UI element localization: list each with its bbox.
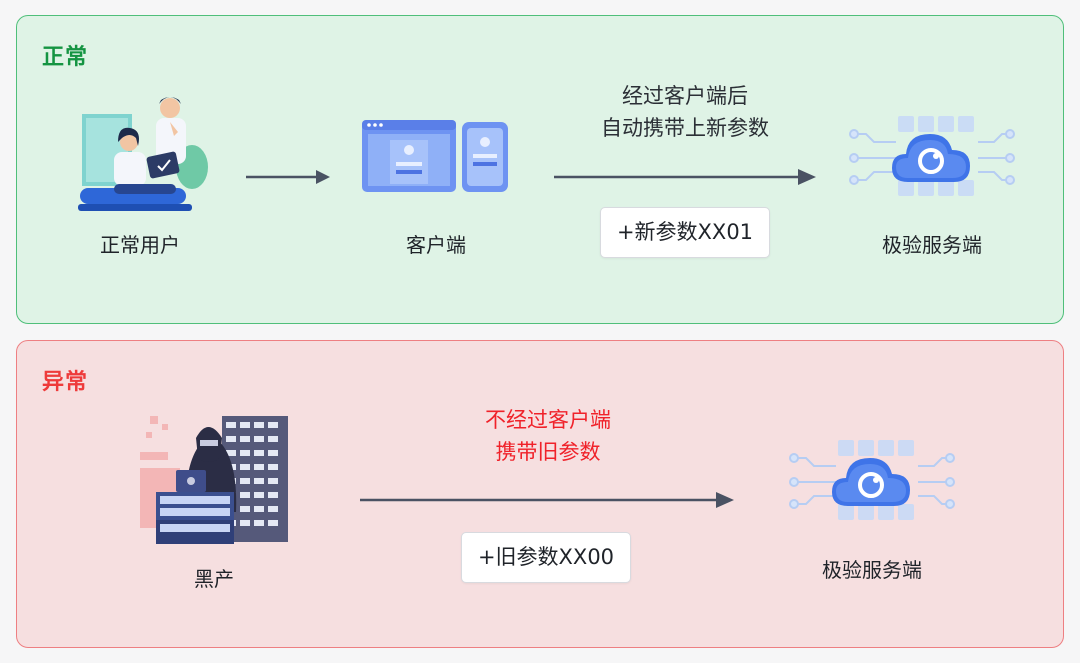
abnormal-server-label: 极验服务端 — [822, 558, 922, 582]
server-cloud-icon — [786, 436, 956, 526]
abnormal-caption-line2: 携带旧参数 — [495, 440, 601, 464]
abnormal-caption: 不经过客户端 携带旧参数 — [430, 404, 666, 468]
arrow-user-to-client — [246, 168, 332, 186]
client-label: 客户端 — [406, 233, 466, 257]
new-param-badge: +新参数XX01 — [600, 207, 770, 258]
server-cloud-icon — [846, 112, 1016, 202]
normal-panel-title: 正常 — [42, 45, 89, 70]
attacker-label: 黑产 — [194, 567, 234, 591]
normal-user-illustration — [74, 92, 210, 218]
client-devices-icon — [360, 118, 512, 196]
old-param-badge: +旧参数XX00 — [461, 532, 631, 583]
normal-caption-line1: 经过客户端后 — [622, 84, 748, 108]
arrow-attacker-to-server — [360, 490, 736, 510]
abnormal-panel-title: 异常 — [42, 370, 89, 395]
normal-user-label: 正常用户 — [100, 233, 180, 257]
arrow-client-to-server — [554, 167, 818, 187]
abnormal-caption-line1: 不经过客户端 — [485, 408, 611, 432]
normal-server-label: 极验服务端 — [882, 233, 982, 257]
normal-caption: 经过客户端后 自动携带上新参数 — [555, 80, 815, 144]
normal-caption-line2: 自动携带上新参数 — [601, 116, 769, 140]
attacker-illustration — [136, 412, 292, 546]
